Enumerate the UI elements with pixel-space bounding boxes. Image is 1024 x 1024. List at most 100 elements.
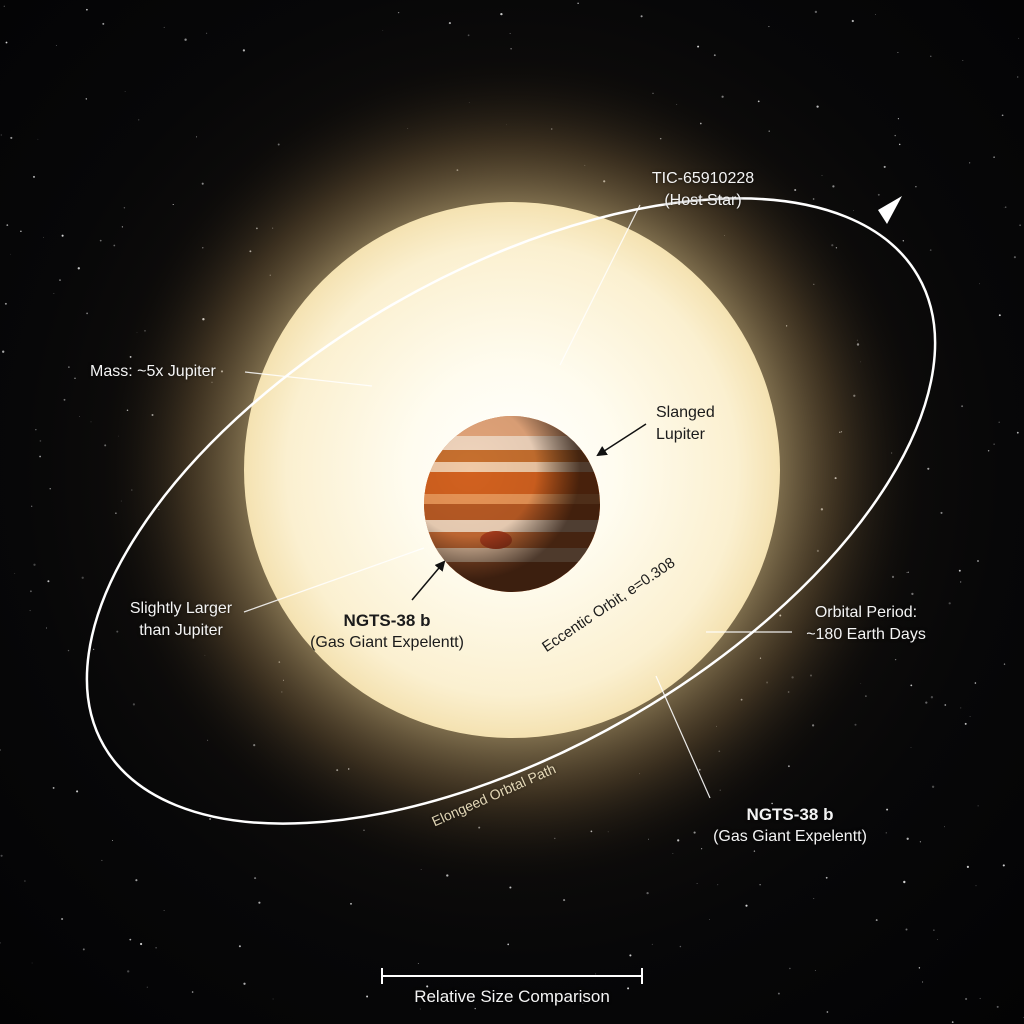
background-star bbox=[138, 119, 140, 121]
background-star bbox=[68, 366, 70, 368]
size-label: Slightly Larger than Jupiter bbox=[96, 598, 266, 642]
background-star bbox=[640, 15, 643, 18]
background-star bbox=[121, 226, 124, 228]
background-star bbox=[1005, 206, 1007, 208]
background-star bbox=[697, 45, 700, 48]
background-star bbox=[774, 840, 775, 842]
background-star bbox=[1013, 256, 1016, 259]
background-star bbox=[397, 11, 400, 14]
background-star bbox=[24, 880, 26, 882]
background-star bbox=[825, 876, 828, 879]
background-star bbox=[242, 49, 246, 52]
background-star bbox=[960, 581, 962, 583]
background-star bbox=[979, 997, 981, 1000]
background-star bbox=[875, 919, 878, 922]
background-star bbox=[919, 841, 922, 843]
background-star bbox=[81, 576, 84, 579]
host-star-name: TIC-65910228 bbox=[651, 170, 755, 187]
background-star bbox=[713, 54, 716, 57]
background-star bbox=[467, 34, 470, 37]
background-star bbox=[417, 962, 419, 964]
background-star bbox=[814, 970, 816, 971]
background-star bbox=[272, 998, 274, 1000]
background-star bbox=[902, 240, 904, 242]
background-star bbox=[129, 938, 132, 941]
background-star bbox=[74, 377, 76, 379]
background-star bbox=[31, 962, 33, 964]
background-star bbox=[875, 14, 876, 15]
background-star bbox=[701, 848, 703, 850]
background-star bbox=[958, 569, 961, 572]
background-star bbox=[146, 986, 148, 988]
background-star bbox=[768, 130, 770, 132]
background-star bbox=[140, 942, 143, 946]
background-star bbox=[854, 723, 857, 726]
period-label: Orbital Period: ~180 Earth Days bbox=[786, 602, 946, 646]
background-star bbox=[814, 10, 818, 14]
background-star bbox=[936, 938, 938, 940]
background-star bbox=[507, 943, 510, 946]
planet-outer-name: NGTS-38 b bbox=[746, 805, 834, 824]
background-star bbox=[163, 910, 165, 912]
period-line1: Orbital Period: bbox=[814, 604, 918, 621]
background-star bbox=[99, 239, 102, 242]
background-star bbox=[915, 185, 917, 188]
background-star bbox=[651, 943, 653, 945]
background-star bbox=[1003, 207, 1005, 209]
size-leader bbox=[243, 547, 425, 613]
slanged-line2: Lupiter bbox=[656, 426, 705, 443]
background-star bbox=[962, 59, 964, 62]
background-star bbox=[996, 1005, 999, 1008]
background-star bbox=[886, 808, 889, 811]
background-star bbox=[82, 948, 85, 951]
background-star bbox=[10, 253, 12, 255]
background-star bbox=[1018, 37, 1020, 39]
background-star bbox=[993, 156, 995, 158]
background-star bbox=[37, 138, 39, 140]
size-line1: Slightly Larger bbox=[129, 600, 233, 617]
background-star bbox=[35, 429, 37, 431]
background-star bbox=[974, 682, 977, 684]
background-star bbox=[102, 22, 105, 25]
background-star bbox=[813, 898, 815, 899]
background-star bbox=[63, 398, 66, 401]
background-star bbox=[898, 143, 901, 146]
background-star bbox=[777, 992, 780, 995]
background-star bbox=[163, 26, 165, 28]
background-star bbox=[209, 818, 212, 820]
background-star bbox=[500, 12, 503, 16]
background-star bbox=[745, 904, 748, 907]
slanged-arrow bbox=[596, 423, 647, 457]
orbit-path bbox=[85, 197, 937, 825]
slanged-line1: Slanged bbox=[656, 404, 715, 421]
scale-bar bbox=[381, 968, 643, 984]
gas-giant-planet bbox=[424, 416, 600, 592]
background-star bbox=[67, 649, 70, 652]
background-star bbox=[944, 704, 947, 706]
background-star bbox=[29, 590, 32, 593]
background-star bbox=[113, 244, 116, 247]
background-star bbox=[4, 302, 7, 305]
background-star bbox=[789, 967, 791, 970]
background-star bbox=[940, 511, 943, 514]
background-star bbox=[426, 985, 429, 988]
background-star bbox=[85, 98, 87, 100]
background-star bbox=[826, 1011, 829, 1013]
background-star bbox=[6, 224, 9, 226]
background-star bbox=[910, 684, 913, 687]
background-star bbox=[721, 95, 724, 98]
background-star bbox=[1002, 864, 1005, 867]
background-star bbox=[77, 267, 80, 270]
background-star bbox=[595, 973, 597, 975]
host-star-caption: (Host Star) bbox=[664, 192, 742, 209]
background-star bbox=[969, 162, 971, 164]
background-star bbox=[474, 1007, 476, 1010]
background-star bbox=[768, 26, 770, 28]
background-star bbox=[961, 405, 964, 408]
background-star bbox=[771, 802, 773, 805]
background-star bbox=[14, 573, 16, 574]
background-star bbox=[696, 883, 698, 884]
background-star bbox=[184, 38, 187, 41]
background-star bbox=[382, 30, 384, 31]
